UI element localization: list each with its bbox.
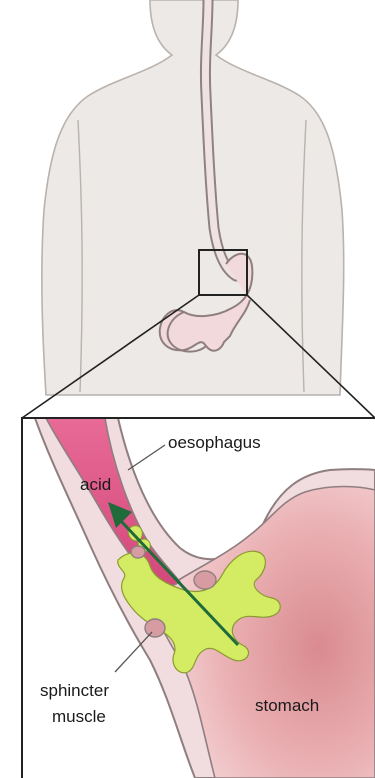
label-acid: acid [80, 475, 111, 494]
acid-splash-droplet-1 [128, 526, 142, 541]
sphincter-knob-lower-left [145, 619, 165, 637]
label-oesophagus: oesophagus [168, 433, 261, 452]
sphincter-knob-right [194, 571, 216, 589]
label-sphincter-line2: muscle [52, 707, 106, 726]
label-stomach: stomach [255, 696, 319, 715]
sphincter-knob-upper-left [131, 546, 145, 558]
label-sphincter-line1: sphincter [40, 681, 109, 700]
inset-detail: oesophagus acid sphincter muscle stomach [22, 418, 375, 778]
torso-illustration [42, 0, 344, 395]
